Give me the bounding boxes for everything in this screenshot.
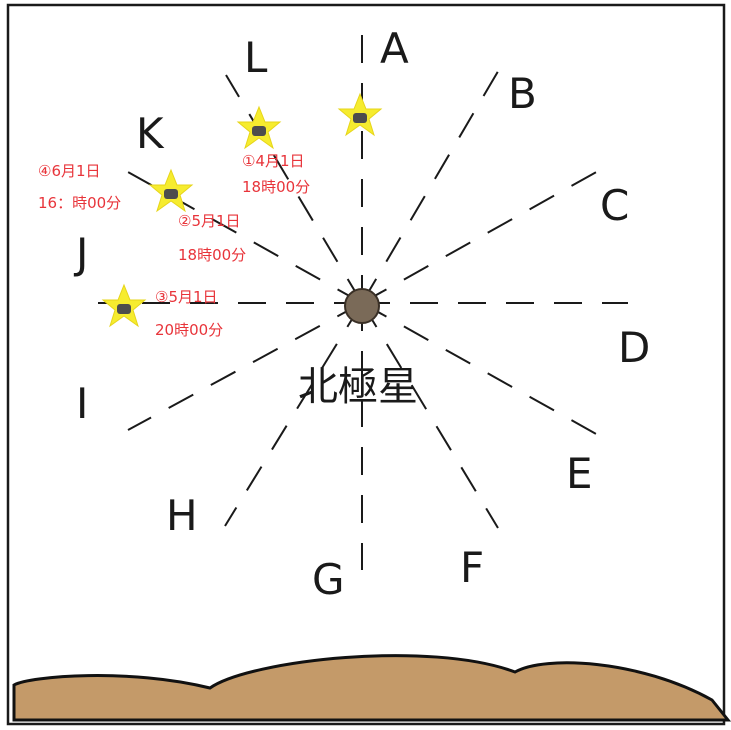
direction-label-c: C (600, 181, 629, 230)
direction-label-b: B (508, 69, 537, 118)
observation-date: 5月1日 (168, 288, 217, 306)
polaris-label: 北極星 (298, 364, 418, 410)
observation-marker: ① (242, 152, 255, 170)
direction-labels: A B C D E F G H I J K L (73, 24, 650, 604)
direction-label-g: G (312, 555, 345, 604)
observation-marker: ③ (155, 288, 168, 306)
star-marker-top (337, 92, 383, 137)
observation-note-2: ②5月1日 18時00分 (178, 212, 246, 264)
star-marker-3 (101, 283, 147, 328)
direction-label-i: I (76, 379, 88, 428)
star-marker-1 (236, 105, 282, 150)
ray-c (361, 169, 601, 304)
observation-date: 6月1日 (51, 162, 100, 180)
observation-time: 20時00分 (155, 321, 223, 339)
svg-text:①4月1日: ①4月1日 (242, 152, 305, 170)
figure-icon (164, 189, 178, 199)
direction-label-d: D (618, 323, 650, 372)
star-marker-2 (148, 168, 194, 213)
figure-icon (252, 126, 266, 136)
observation-time: 18時00分 (178, 246, 246, 264)
observation-marker: ④ (38, 162, 51, 180)
ray-b (361, 67, 501, 304)
ray-f (361, 302, 499, 529)
svg-text:③5月1日: ③5月1日 (155, 288, 218, 306)
svg-text:④6月1日: ④6月1日 (38, 162, 101, 180)
observation-time: 18時00分 (242, 178, 310, 196)
figure-icon (353, 113, 367, 123)
diagram-frame (6, 3, 726, 726)
observation-time: 16：時00分 (38, 194, 121, 212)
ground-hills (12, 654, 731, 722)
direction-label-k: K (136, 109, 165, 158)
observation-date: 4月1日 (255, 152, 304, 170)
observation-marker: ② (178, 212, 191, 230)
svg-text:②5月1日: ②5月1日 (178, 212, 241, 230)
observation-note-3: ③5月1日 20時00分 (155, 288, 223, 339)
direction-label-l: L (244, 33, 268, 82)
direction-label-a: A (380, 24, 409, 73)
observation-date: 5月1日 (191, 212, 240, 230)
direction-label-j: J (73, 229, 88, 278)
observation-note-1: ①4月1日 18時00分 (242, 152, 310, 196)
ray-h (224, 302, 363, 527)
direction-label-f: F (460, 543, 484, 592)
polaris-dot (344, 288, 380, 324)
direction-label-e: E (566, 449, 593, 498)
direction-label-h: H (166, 491, 198, 540)
figure-icon (117, 304, 131, 314)
observation-note-4: ④6月1日 16：時00分 (38, 162, 121, 212)
